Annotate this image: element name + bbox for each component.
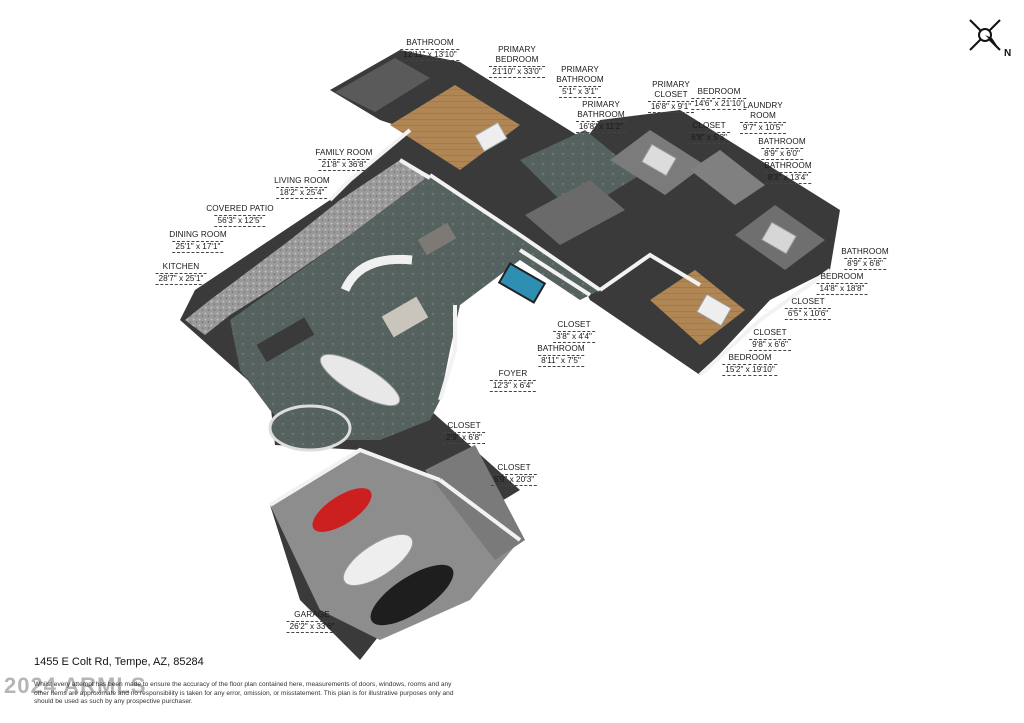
garage-side-closet bbox=[425, 445, 525, 560]
family-sofa bbox=[417, 222, 457, 256]
watermark: 2024 ARMLS bbox=[4, 673, 147, 698]
bedroom-3-bed bbox=[696, 293, 732, 327]
primary-closet-floor bbox=[525, 180, 625, 245]
breakfast-nook bbox=[268, 404, 352, 452]
compass-rose-icon bbox=[969, 19, 1001, 51]
disclaimer-text: Whilst every attempt has been made to en… bbox=[34, 681, 454, 705]
compass-north-label: N bbox=[1004, 48, 1012, 59]
black-car bbox=[370, 564, 454, 626]
curved-bar bbox=[340, 254, 413, 292]
living-sofa bbox=[381, 296, 429, 338]
primary-bath-closet-floor bbox=[520, 130, 640, 215]
property-address: 1455 E Colt Rd, Tempe, AZ, 85284 bbox=[34, 656, 204, 668]
bedroom-2-bed bbox=[761, 221, 797, 255]
bedroom-1-bed bbox=[641, 143, 677, 177]
white-car bbox=[342, 533, 414, 587]
bathroom-top-floor bbox=[335, 58, 430, 112]
pool-table bbox=[497, 262, 547, 304]
interior-walls bbox=[268, 128, 832, 542]
primary-bed bbox=[474, 122, 508, 152]
red-car bbox=[312, 488, 372, 532]
laundry-floor bbox=[690, 150, 765, 205]
dining-table bbox=[256, 317, 315, 363]
covered-patio-area bbox=[185, 160, 430, 335]
kitchen-island bbox=[319, 353, 401, 407]
